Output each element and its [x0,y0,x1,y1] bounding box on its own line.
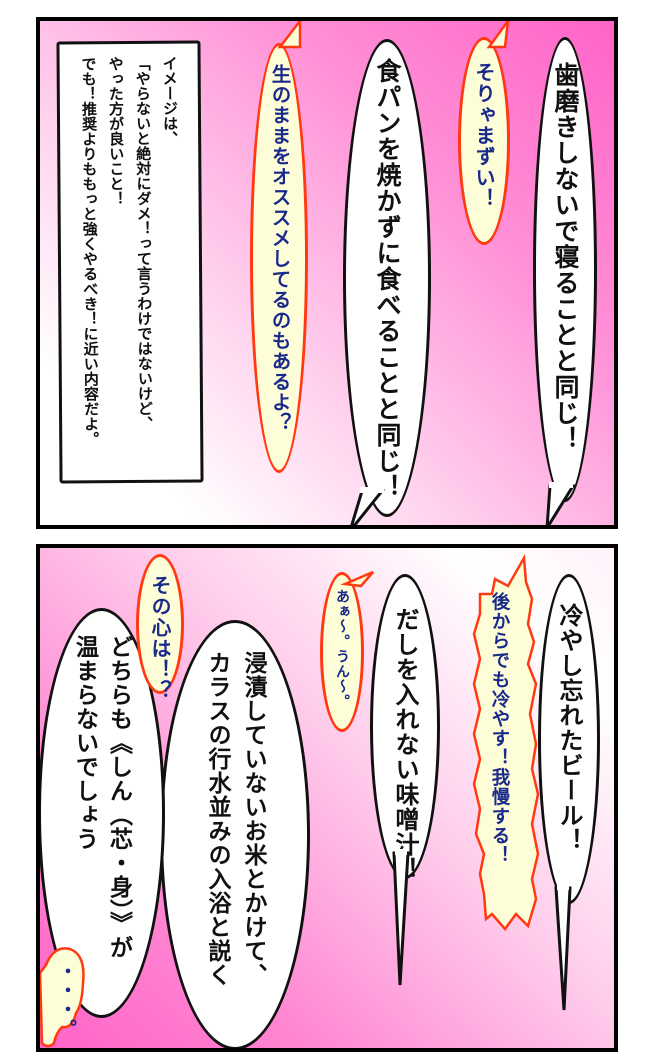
caption-line-1: イメージは、 [160,55,180,146]
caption-line-2: 「やらないと絶対にダメ！って言うわけではないけど、 [133,55,155,431]
speech-text: 食パンを焼かずに食べることと同じ！ [373,58,402,500]
speech-bubble-miso: だしを入れない味噌汁！ [370,574,440,882]
speech-line-2: 温まらないでしょう [71,635,98,851]
reply-tail [277,21,302,49]
speech-bubble-beer: 冷やし忘れたビール！ [538,574,600,904]
reply-tail [486,21,510,49]
narration-caption-box: イメージは、 「やらないと絶対にダメ！って言うわけではないけど、 やった方が良い… [56,40,204,484]
bubble-tail [350,487,386,525]
speech-bubble-toothbrush: 歯磨きしないで寝ることと同じ！ [533,37,597,502]
speech-line-1: 浸漬していないお米とかけて、 [240,651,266,987]
comic-panel-1: 歯磨きしないで寝ることと同じ！ そりゃまずい！ 食パンを焼かずに食べることと同じ… [36,17,618,529]
bubble-tail [545,482,576,525]
speech-bubble-bread: 食パンを焼かずに食べることと同じ！ [343,39,431,517]
comic-panel-2: 冷やし忘れたビール！ 後からでも冷やす！我慢する！ だしを入れない味噌汁！ あぁ… [36,544,618,1052]
reply-bubble-aah: あぁ〜。うん〜。 [320,572,364,732]
speech-text: だしを入れない味噌汁！ [391,607,419,882]
reply-text: ・・・。 [56,962,77,1038]
speech-text: 歯磨きしないで寝ることと同じ！ [551,62,580,452]
reply-text: そりゃまずい！ [472,62,496,209]
thought-bubble-silence: ・・・。 [56,962,77,1042]
speech-text: 冷やし忘れたビール！ [555,603,583,853]
caption-line-3: やった方が良いこと！ [106,56,126,207]
thought-bubble-outline [40,947,85,1048]
reply-bubble-raw: 生のままをオススメしてるのもあるよ？ [250,43,308,473]
speech-bubble-rice: 浸漬していないお米とかけて、 カラスの行水並みの入浴と説く [160,620,310,1048]
reply-text: 後からでも冷やす！我慢する！ [489,592,510,865]
reply-text: 生のままをオススメしてるのもあるよ？ [268,64,291,433]
reply-bubble-thats-bad: そりゃまずい！ [458,37,510,245]
reply-text: その心は！？ [148,575,172,701]
caption-line-4: でも！推奨よりももっと強くやるべき！に近い内容だよ。 [79,56,101,447]
reply-bubble-heart: その心は！？ [136,554,184,701]
reply-text: あぁ〜。うん〜。 [334,589,350,709]
bubble-tail [554,884,572,1011]
speech-line-1: どちらも《しん（芯・身）》が [105,635,132,960]
reply-tail [340,570,374,588]
shout-bubble-outline [472,554,540,932]
bubble-tail [392,849,410,986]
speech-line-2: カラスの行水並みの入浴と説く [204,651,230,987]
shout-bubble-cool-later: 後からでも冷やす！我慢する！ [488,592,510,869]
